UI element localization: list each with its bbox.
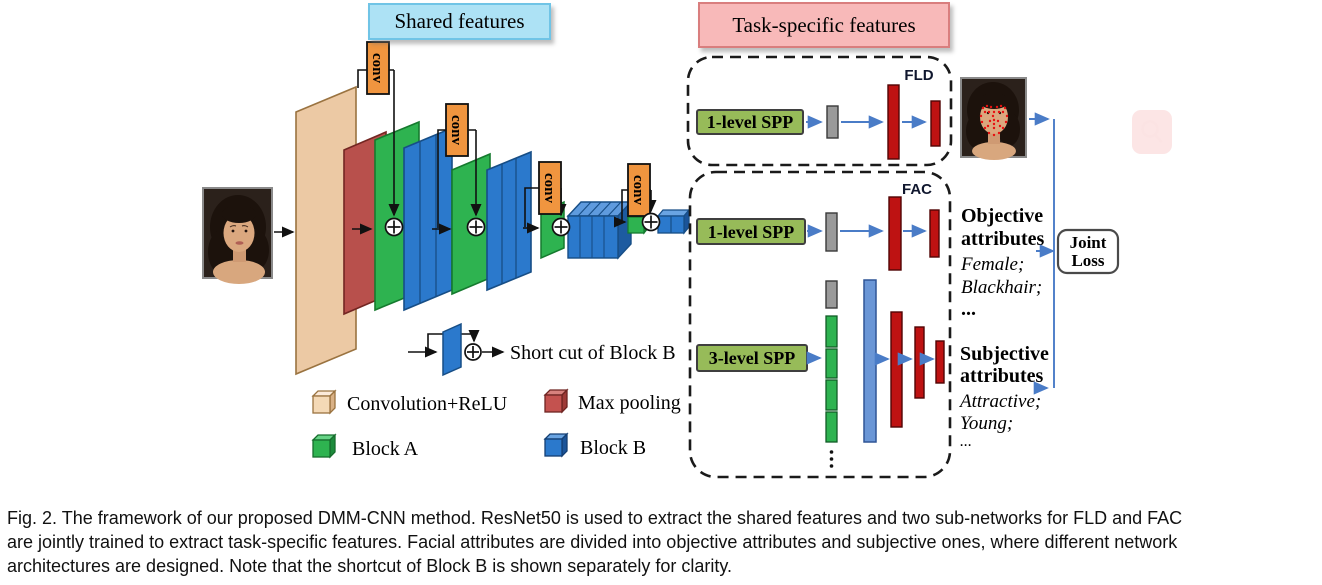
caption-line: architectures are designed. Note that th… (7, 556, 733, 576)
block-b-cuboid (566, 200, 633, 260)
shared-features-label: Shared features (394, 9, 525, 33)
fac-spp-seg-1 (825, 315, 838, 348)
legend-block-b-label: Block B (580, 437, 646, 459)
add-op-1 (384, 217, 404, 237)
objective-item-ellipsis: ... (961, 298, 976, 320)
joint-loss-box: Joint Loss (1056, 228, 1120, 275)
fld-branch: FLD 1-level SPP (686, 55, 953, 167)
objective-attributes-block: Objective attributes Female; Blackhair; … (960, 205, 1045, 320)
output-face-image (960, 77, 1027, 160)
fac-spp1-label: 1-level SPP (708, 222, 794, 242)
fac-spp-seg-2 (825, 348, 838, 379)
subjective-item: Young; (960, 413, 1013, 434)
joint-loss-line2: Loss (1071, 251, 1104, 270)
conv-box-1: conv (366, 41, 390, 95)
fac-dashed-box (688, 170, 952, 479)
caption-line: are jointly trained to extract task-spec… (7, 532, 1178, 552)
fac-obj-fc-bar-1 (888, 196, 902, 271)
conv-box-2: conv (445, 103, 469, 157)
objective-title-line2: attributes (961, 228, 1045, 250)
fac-spp1-box (696, 218, 806, 245)
task-specific-features-label: Task-specific features (732, 12, 916, 37)
task-specific-features-banner: Task-specific features (698, 2, 950, 48)
conv-label: conv (541, 173, 557, 204)
fac-concat-bar (863, 279, 877, 443)
caption-line: Fig. 2. The framework of our proposed DM… (7, 508, 1183, 528)
fac-pool-bar-1 (825, 212, 838, 252)
conv-label: conv (448, 115, 464, 146)
fld-pool-bar (826, 105, 839, 139)
fld-fc-bar-2 (930, 100, 941, 147)
objective-item: Female; (960, 254, 1024, 275)
subjective-title-line1: Subjective (960, 343, 1049, 365)
objective-item: Blackhair; (961, 277, 1042, 298)
block-b-cubes-final (656, 208, 691, 235)
dmm-cnn-diagram: conv conv conv conv (202, 41, 1120, 479)
vertical-ellipsis (829, 450, 834, 468)
conv-box-4: conv (627, 163, 651, 217)
joint-loss-connector (1029, 112, 1055, 395)
fac-obj-fc-bar-2 (929, 209, 940, 258)
legend-conv-relu-label: Convolution+ReLU (347, 393, 508, 415)
legend-block-a: Block A (311, 433, 419, 460)
subjective-item: Attractive; (958, 391, 1041, 412)
joint-loss-line1: Joint (1070, 233, 1107, 252)
fac-spp3-label: 3-level SPP (709, 348, 795, 368)
input-face-image (202, 187, 273, 284)
block-b-layer-2 (486, 150, 532, 292)
block-b-layer-1 (403, 126, 453, 312)
conv-label: conv (630, 175, 646, 206)
legend-block-a-label: Block A (352, 438, 419, 460)
objective-title-line1: Objective (961, 205, 1043, 227)
fld-tag: FLD (904, 67, 933, 84)
subjective-title-line2: attributes (960, 365, 1044, 387)
figure-caption: Fig. 2. The framework of our proposed DM… (7, 506, 1317, 578)
magnifier-glyph (1141, 120, 1163, 143)
shared-features-banner: Shared features (368, 3, 551, 40)
fld-spp-label: 1-level SPP (707, 112, 793, 132)
fld-spp-box (696, 109, 804, 135)
fac-tag: FAC (902, 181, 932, 198)
legend-max-pooling-label: Max pooling (578, 392, 681, 414)
magnifier-overlay-icon[interactable] (1132, 110, 1172, 154)
legend-block-b: Block B (543, 432, 646, 459)
add-op-4 (641, 212, 661, 232)
conv-label: conv (369, 53, 385, 84)
conv-box-3: conv (538, 161, 562, 215)
shortcut-diagram: Short cut of Block B (408, 322, 676, 377)
fac-branch: FAC 1-level SPP 3-level SPP (688, 170, 952, 479)
subjective-attributes-block: Subjective attributes Attractive; Young;… (958, 343, 1049, 450)
shortcut-label: Short cut of Block B (510, 342, 676, 364)
fld-dashed-box (686, 55, 953, 167)
fac-spp-seg-3 (825, 379, 838, 411)
conv-relu-layer (295, 85, 357, 376)
subjective-item-ellipsis: ... (960, 433, 972, 450)
legend-conv-relu: Convolution+ReLU (311, 389, 508, 415)
fld-fc-bar-1 (887, 84, 900, 160)
fac-spp-seg-4 (825, 411, 838, 443)
fac-subj-fc-bar-2 (914, 326, 925, 399)
fac-subj-fc-bar-1 (890, 311, 903, 428)
backbone-flow-arrows (352, 216, 627, 235)
add-op-3 (551, 217, 571, 237)
legend-max-pooling: Max pooling (543, 388, 681, 414)
facial-landmark-dots (979, 104, 1009, 137)
fac-subj-fc-bar-3 (935, 340, 945, 384)
add-op-2 (466, 217, 486, 237)
fac-pool-bar-2 (825, 280, 838, 309)
